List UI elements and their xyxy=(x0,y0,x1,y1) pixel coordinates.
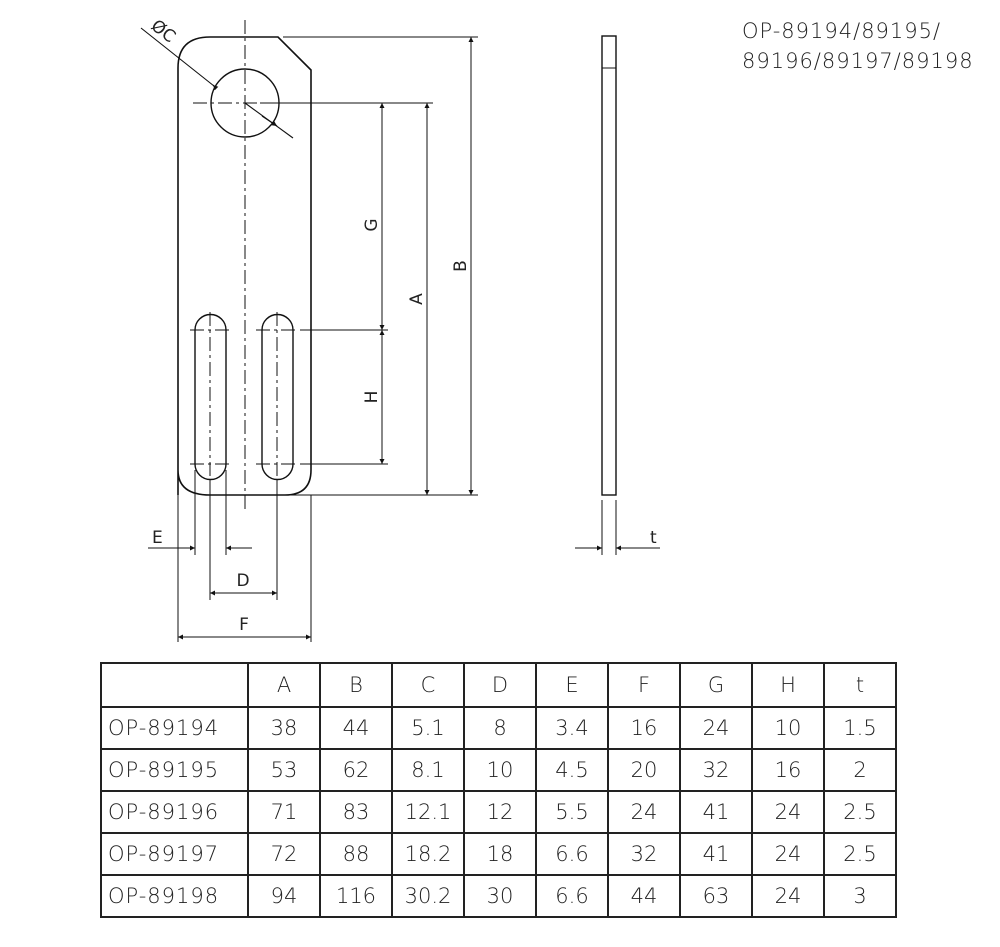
header-cell-H: H xyxy=(751,662,825,708)
model-cell: OP-89195 xyxy=(100,748,249,792)
cell-t: 2.5 xyxy=(823,790,897,834)
dim-t xyxy=(575,500,660,555)
cell-G: 24 xyxy=(679,706,753,750)
plate-side-view xyxy=(601,35,617,496)
cell-E: 6.6 xyxy=(535,874,609,918)
cell-t: 2.5 xyxy=(823,832,897,876)
cell-E: 6.6 xyxy=(535,832,609,876)
label-t: t xyxy=(650,528,657,548)
cell-F: 32 xyxy=(607,832,681,876)
cell-G: 32 xyxy=(679,748,753,792)
model-cell: OP-89198 xyxy=(100,874,249,918)
cell-B: 44 xyxy=(319,706,393,750)
header-cell-A: A xyxy=(247,662,321,708)
cell-C: 18.2 xyxy=(391,832,465,876)
header-cell-E: E xyxy=(535,662,609,708)
cell-t: 3 xyxy=(823,874,897,918)
cell-F: 16 xyxy=(607,706,681,750)
header-cell-C: C xyxy=(391,662,465,708)
title-line-1: OP-89194/89195/ xyxy=(742,19,942,43)
cell-C: 30.2 xyxy=(391,874,465,918)
technical-drawing: ØC G H A B E D F xyxy=(140,16,660,642)
label-F: F xyxy=(239,615,249,635)
cell-B: 83 xyxy=(319,790,393,834)
center-lines xyxy=(190,20,300,510)
header-cell-blank xyxy=(100,662,249,708)
label-E: E xyxy=(152,528,163,548)
cell-E: 4.5 xyxy=(535,748,609,792)
cell-H: 10 xyxy=(751,706,825,750)
header-cell-D: D xyxy=(463,662,537,708)
label-B: B xyxy=(451,260,471,272)
part-number-title: OP-89194/89195/ 89196/89197/89198 xyxy=(742,16,974,76)
header-cell-t: t xyxy=(823,662,897,708)
table-row: OP-89197 72 88 18.2 18 6.6 32 41 24 2.5 xyxy=(100,832,897,876)
cell-C: 8.1 xyxy=(391,748,465,792)
bottom-extension-lines xyxy=(177,470,312,642)
table-header-row: A B C D E F G H t xyxy=(100,662,897,708)
table-row: OP-89196 71 83 12.1 12 5.5 24 41 24 2.5 xyxy=(100,790,897,834)
cell-t: 2 xyxy=(823,748,897,792)
cell-C: 5.1 xyxy=(391,706,465,750)
dimension-table: A B C D E F G H t OP-89194 38 44 5.1 8 3… xyxy=(100,662,897,918)
cell-G: 63 xyxy=(679,874,753,918)
cell-H: 16 xyxy=(751,748,825,792)
plate-front-view xyxy=(177,36,312,496)
model-cell: OP-89196 xyxy=(100,790,249,834)
model-cell: OP-89197 xyxy=(100,832,249,876)
cell-E: 5.5 xyxy=(535,790,609,834)
cell-t: 1.5 xyxy=(823,706,897,750)
cell-A: 72 xyxy=(247,832,321,876)
extension-lines xyxy=(260,36,478,496)
cell-D: 30 xyxy=(463,874,537,918)
cell-D: 10 xyxy=(463,748,537,792)
cell-A: 38 xyxy=(247,706,321,750)
cell-B: 88 xyxy=(319,832,393,876)
cell-H: 24 xyxy=(751,874,825,918)
cell-G: 41 xyxy=(679,832,753,876)
model-cell: OP-89194 xyxy=(100,706,249,750)
cell-A: 71 xyxy=(247,790,321,834)
cell-H: 24 xyxy=(751,832,825,876)
cell-F: 20 xyxy=(607,748,681,792)
header-cell-F: F xyxy=(607,662,681,708)
diameter-label: ØC xyxy=(147,16,179,47)
label-A: A xyxy=(407,293,427,305)
header-cell-G: G xyxy=(679,662,753,708)
label-D: D xyxy=(236,571,249,591)
table-row: OP-89195 53 62 8.1 10 4.5 20 32 16 2 xyxy=(100,748,897,792)
table-row: OP-89198 94 116 30.2 30 6.6 44 63 24 3 xyxy=(100,874,897,918)
cell-B: 116 xyxy=(319,874,393,918)
cell-D: 18 xyxy=(463,832,537,876)
cell-E: 3.4 xyxy=(535,706,609,750)
diameter-dimension xyxy=(140,27,294,139)
cell-D: 12 xyxy=(463,790,537,834)
cell-F: 24 xyxy=(607,790,681,834)
header-cell-B: B xyxy=(319,662,393,708)
label-G: G xyxy=(362,218,382,231)
cell-F: 44 xyxy=(607,874,681,918)
cell-C: 12.1 xyxy=(391,790,465,834)
table-row: OP-89194 38 44 5.1 8 3.4 16 24 10 1.5 xyxy=(100,706,897,750)
label-H: H xyxy=(362,391,382,404)
title-line-2: 89196/89197/89198 xyxy=(742,49,974,73)
cell-A: 94 xyxy=(247,874,321,918)
cell-G: 41 xyxy=(679,790,753,834)
cell-B: 62 xyxy=(319,748,393,792)
cell-D: 8 xyxy=(463,706,537,750)
cell-A: 53 xyxy=(247,748,321,792)
cell-H: 24 xyxy=(751,790,825,834)
